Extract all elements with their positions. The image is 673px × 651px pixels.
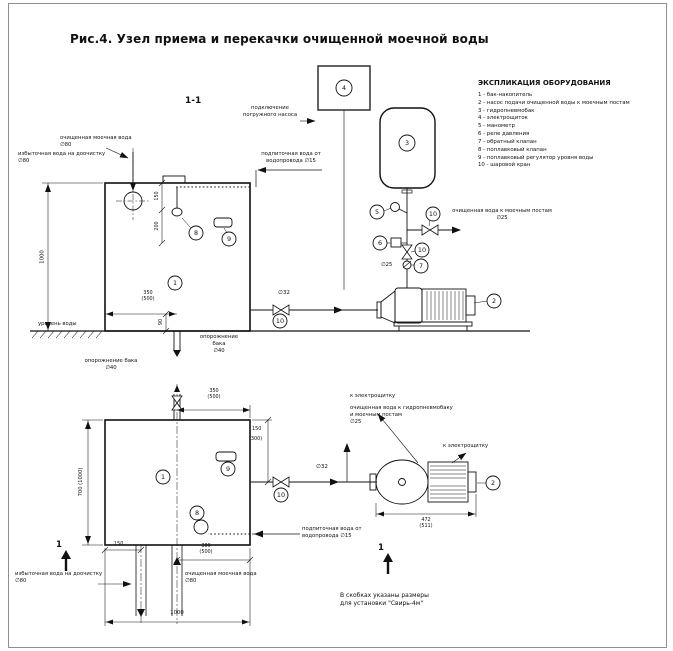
makeup-pipe-section [171, 167, 322, 228]
callout-10-outlet-section: 10 [275, 317, 285, 325]
callout-leaders-top [181, 207, 488, 304]
bottom-pipes-plan [98, 545, 183, 617]
label-submersible-pump-connection: подключение погружного насоса [242, 105, 298, 118]
electrical-panel [300, 65, 371, 290]
dim-tank-width: 1000 [170, 610, 184, 616]
callout-3-hydrotank: 3 [404, 139, 410, 147]
float-valve-section [171, 207, 183, 217]
label-to-panel-1: к электрощитку [350, 393, 396, 399]
label-makeup-water-top: подпиточная вода от водопровода ∅15 [261, 151, 321, 164]
equipment-legend: ЭКСПЛИКАЦИЯ ОБОРУДОВАНИЯ 1 - бак-накопит… [478, 79, 638, 170]
pump-section [376, 287, 476, 331]
callout-2-pump-section: 2 [491, 297, 497, 305]
legend-item: 6 - реле давления [478, 131, 530, 138]
callout-circles [155, 79, 502, 521]
label-excess-water-top: избыточная вода на доочистку ∅80 [18, 151, 106, 164]
ball-valve-outlet-section [272, 304, 290, 316]
dim-pump-length: 472 (511) [419, 517, 433, 530]
legend-item: 4 - электрощиток [478, 115, 528, 122]
dimensions-top [42, 179, 177, 335]
makeup-pipe-plan [208, 530, 300, 538]
callout-9-section: 9 [226, 235, 232, 243]
level-regulator-plan [215, 451, 237, 462]
dim-plan-drain-offset: 350 (500) [207, 388, 221, 401]
callout-10-outlet-plan: 10 [276, 491, 286, 499]
pressure-relay-symbol [390, 237, 402, 248]
dim-bottom-380: 380 (500) [199, 543, 213, 556]
label-d25-riser: ∅25 [381, 262, 393, 268]
outlet-pipe-plan [250, 443, 377, 488]
label-tank-drain-section: опорожнение бака ∅40 [199, 334, 239, 354]
section-cut-number-left: 1 [56, 540, 62, 550]
dim-90: 90 [157, 318, 164, 326]
hydro-tank [379, 107, 436, 194]
legend-item: 8 - поплавковый клапан [478, 146, 547, 153]
label-clean-water-to-hydro: очищенная вода к гидропневмобаку и моечн… [350, 405, 453, 425]
bracket-note: В скобках указаны размеры для установки … [340, 592, 429, 608]
label-water-level: уровень воды [38, 321, 77, 327]
dim-plan-right-a: 150 [252, 426, 262, 432]
pump-cables-plan [377, 413, 467, 464]
ball-valve-outlet-plan [272, 476, 290, 488]
centerlines-plan [140, 384, 178, 624]
callout-1-section: 1 [172, 279, 178, 287]
figure-title: Рис.4. Узел приема и перекачки очищенной… [70, 32, 489, 46]
dim-tank-height: 1000 [39, 250, 46, 264]
drawing-border [8, 3, 667, 648]
callout-2-pump-plan: 2 [490, 479, 496, 487]
ball-valve-tee [421, 224, 439, 236]
inlet-pipe-section [105, 147, 150, 220]
storage-tank-plan [104, 419, 251, 546]
label-makeup-water-plan: подпиточная вода от водопровода ∅15 [302, 526, 362, 539]
callout-6-relay: 6 [377, 239, 383, 247]
outlet-pipe-section [250, 304, 378, 316]
label-d32-top: ∅32 [278, 290, 290, 296]
section-cut-number-right: 1 [378, 543, 384, 553]
float-valve-plan [193, 519, 209, 535]
level-regulator-section [213, 217, 233, 228]
ball-valve-riser [401, 244, 413, 260]
pump-plan [369, 459, 477, 505]
callout-7-checkvalve: 7 [418, 262, 424, 270]
legend-item: 7 - обратный клапан [478, 138, 537, 145]
dim-drain-offset: 350 (500) [141, 290, 155, 303]
callout-4-panel: 4 [341, 84, 347, 92]
callout-9-plan: 9 [225, 465, 231, 473]
legend-item: 10 - шаровой кран [478, 162, 531, 169]
dimensions-plan [82, 405, 477, 626]
section-cut-marks [61, 550, 393, 574]
tank-drain-plan-pipe [171, 385, 183, 420]
legend-item: 2 - насос подачи очищенной воды к моечны… [478, 99, 630, 106]
legend-item: 3 - гидропневмобак [478, 107, 535, 114]
floor-line [30, 330, 530, 339]
legend-item: 9 - поплавковый регулятор уровня воды [478, 154, 594, 161]
dim-tank-depth: 700 (1000) [77, 467, 84, 497]
label-to-panel-2: к электрощитку [443, 443, 489, 449]
legend-item: 5 - манометр [478, 123, 515, 130]
label-clean-water-to-posts: очищенная вода к моечным постам ∅25 [452, 208, 552, 221]
label-d32-plan: ∅32 [316, 464, 328, 470]
label-excess-water-plan: избыточная вода на доочистку ∅80 [15, 571, 103, 584]
discharge-riser [390, 188, 461, 288]
section-view-label: 1-1 [185, 96, 202, 106]
dim-plan-right-b: (300) [249, 436, 263, 442]
legend-item: 1 - бак-накопитель [478, 92, 533, 98]
callout-10-tee: 10 [428, 210, 438, 218]
label-tank-drain-plan: опорожнение бака ∅40 [84, 358, 138, 371]
callout-10-riser: 10 [417, 246, 427, 254]
callout-8-section: 8 [193, 229, 199, 237]
callout-8-plan: 8 [194, 509, 200, 517]
dim-top-150: 150 [153, 191, 160, 201]
dim-top-200: 200 [153, 221, 160, 231]
storage-tank-section [104, 175, 251, 332]
label-clean-water-plan: очищенная моечная вода ∅80 [185, 571, 257, 584]
callout-1-plan: 1 [160, 473, 166, 481]
legend-heading: ЭКСПЛИКАЦИЯ ОБОРУДОВАНИЯ [478, 79, 611, 87]
callout-5-gauge: 5 [374, 208, 380, 216]
pressure-gauge-symbol [390, 202, 400, 212]
dim-bottom-150: 150 [114, 541, 124, 547]
label-clean-water-inlet: очищенная моечная вода ∅80 [60, 135, 132, 148]
tank-drain-section [173, 331, 181, 357]
